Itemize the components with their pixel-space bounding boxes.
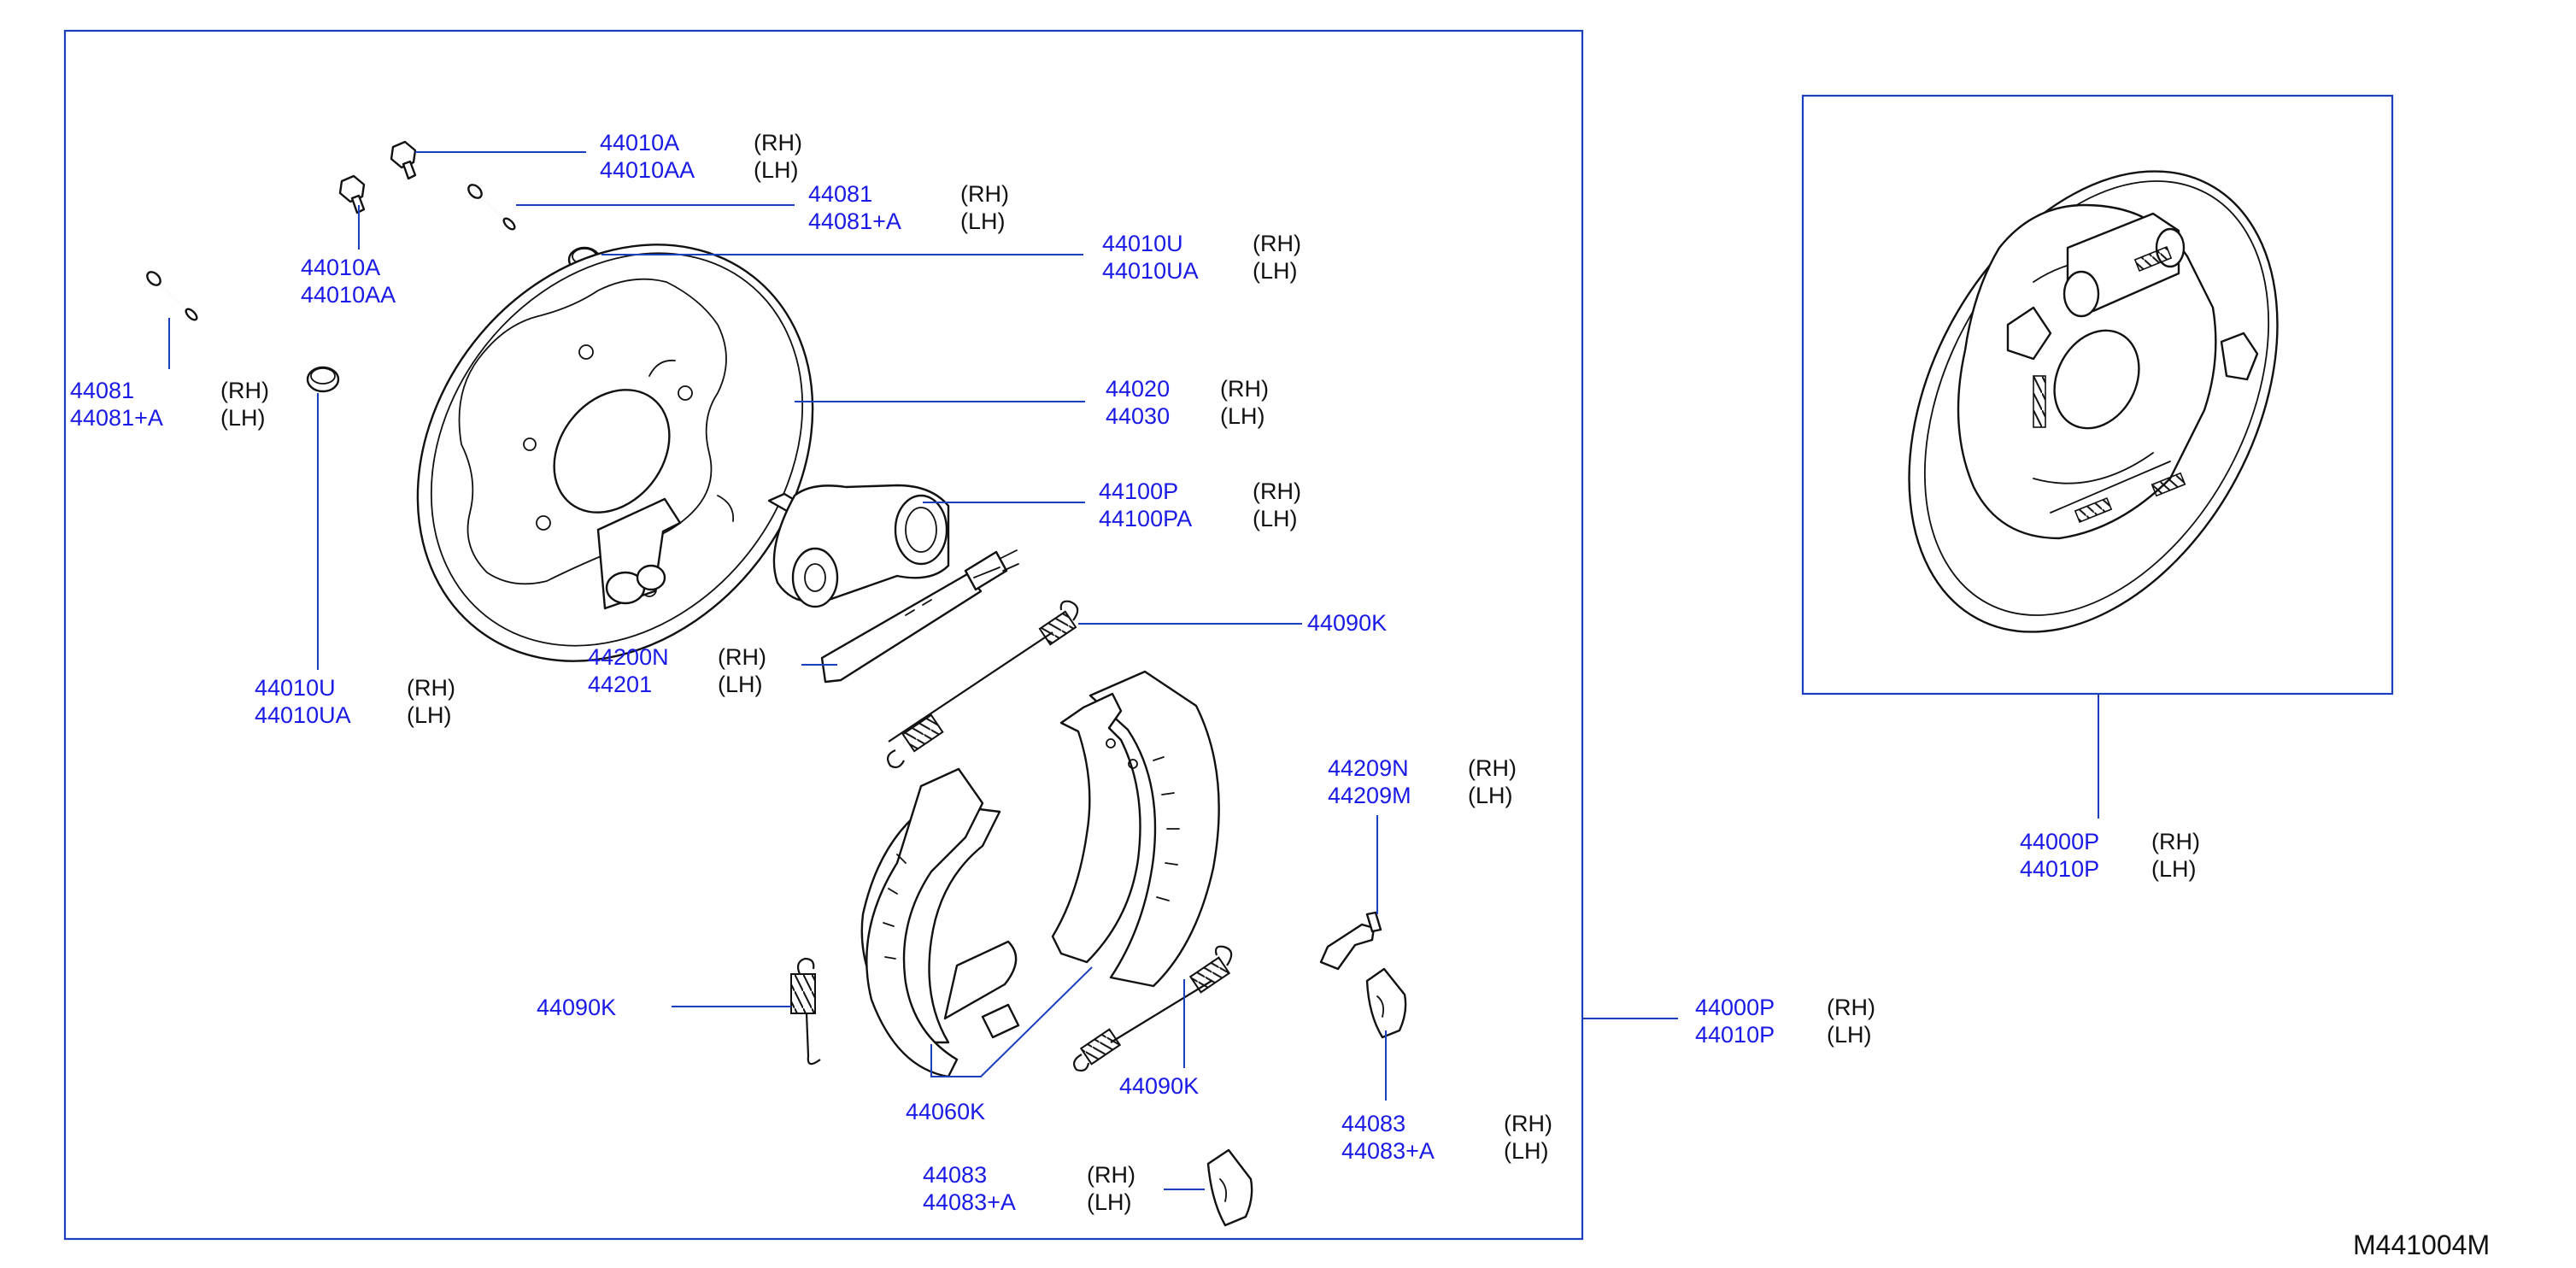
lower-spring: [790, 957, 821, 1065]
back-plate: [416, 244, 814, 662]
callout-c07-part-rh: 44100P: [1099, 478, 1178, 504]
rubber-plug-left: [306, 366, 340, 393]
callout-c10-side-lh: (LH): [407, 702, 452, 728]
bleeder-screw-top: [390, 140, 417, 180]
callout-c06-side-lh: (LH): [1220, 403, 1265, 429]
callout-c15-part: 44090K: [1119, 1073, 1199, 1099]
callout-c09-part-lh: 44201: [588, 672, 652, 697]
callout-c18-side-rh: (RH): [2151, 829, 2200, 854]
callout-c16-part-rh: 44083: [1341, 1111, 1405, 1136]
callout-c05-side-lh: (LH): [220, 405, 266, 431]
bleeder-screw-left: [338, 174, 366, 214]
callout-c03-part-rh: 44010U: [1102, 231, 1183, 256]
leader-c14: [930, 966, 1093, 1077]
adjuster-lever: [1319, 911, 1382, 971]
callout-c16-side-lh: (LH): [1504, 1138, 1549, 1164]
callout-c06-part-rh: 44020: [1106, 376, 1170, 402]
return-spring-upper: [887, 600, 1079, 769]
callout-c13-part-rh: 44000P: [1695, 995, 1775, 1020]
callout-c02-side-rh: (RH): [960, 181, 1009, 207]
callout-c03-side-lh: (LH): [1253, 258, 1298, 284]
callout-c18-part-rh: 44000P: [2020, 829, 2099, 854]
callout-c03-part-lh: 44010UA: [1102, 258, 1199, 284]
diagram-code: M441004M: [2353, 1230, 2490, 1260]
callout-c01-part-lh: 44010AA: [600, 157, 695, 183]
callout-c08-part: 44090K: [1307, 610, 1387, 636]
callout-c06-part-lh: 44030: [1106, 403, 1170, 429]
callout-c02-part-lh: 44081+A: [808, 208, 901, 234]
callout-c16-part-lh: 44083+A: [1341, 1138, 1435, 1164]
shoe-hold-pin-top: [467, 184, 516, 231]
callout-c17-part-lh: 44083+A: [923, 1189, 1016, 1215]
brake-shoe-right: [1051, 670, 1220, 988]
wheel-cylinder: [767, 484, 950, 608]
callout-c11-part-rh: 44209N: [1328, 755, 1409, 781]
brake-assembly: [1908, 170, 2279, 633]
callout-c01-part-rh: 44010A: [600, 130, 679, 156]
callout-c13-side-lh: (LH): [1827, 1022, 1872, 1048]
callout-c09-side-lh: (LH): [718, 672, 763, 697]
callout-c07-side-rh: (RH): [1253, 478, 1301, 504]
callout-c10-side-rh: (RH): [407, 675, 455, 701]
exploded-view-frame: [63, 29, 1584, 1241]
callout-c05-part-lh: 44081+A: [70, 405, 163, 431]
callout-c17-side-rh: (RH): [1087, 1162, 1135, 1188]
callout-c17-part-rh: 44083: [923, 1162, 987, 1188]
callout-c06-side-rh: (RH): [1220, 376, 1269, 402]
callout-c13-side-rh: (RH): [1827, 995, 1875, 1020]
adjuster-spring: [1073, 945, 1233, 1072]
callout-c01-side-rh: (RH): [754, 130, 802, 156]
callout-c07-side-lh: (LH): [1253, 506, 1298, 531]
shoe-hold-pin-left: [146, 271, 198, 321]
adjuster-strut: [820, 549, 1019, 684]
callout-c09-part-rh: 44200N: [588, 644, 669, 670]
callout-c01-side-lh: (LH): [754, 157, 799, 183]
callout-c18-side-lh: (LH): [2151, 856, 2197, 882]
callout-c16-side-rh: (RH): [1504, 1111, 1552, 1136]
callout-c10-part-lh: 44010UA: [255, 702, 351, 728]
callout-c11-side-rh: (RH): [1468, 755, 1517, 781]
callout-c13-part-lh: 44010P: [1695, 1022, 1775, 1048]
callout-c02-side-lh: (LH): [960, 208, 1006, 234]
callout-c02-part-rh: 44081: [808, 181, 872, 207]
callout-c04-part-rh: 44010A: [301, 255, 380, 280]
callout-c11-part-lh: 44209M: [1328, 783, 1411, 808]
callout-c05-part-rh: 44081: [70, 378, 134, 403]
callout-c09-side-rh: (RH): [718, 644, 766, 670]
callout-c07-part-lh: 44100PA: [1099, 506, 1192, 531]
brake-shoe-left: [860, 767, 1020, 1078]
callout-c14-part: 44060K: [906, 1099, 985, 1124]
callout-c03-side-rh: (RH): [1253, 231, 1301, 256]
shoe-retainer-right: [1365, 967, 1407, 1039]
callout-c18-part-lh: 44010P: [2020, 856, 2099, 882]
callout-c10-part-rh: 44010U: [255, 675, 336, 701]
callout-c12-part: 44090K: [537, 995, 616, 1020]
callout-c17-side-lh: (LH): [1087, 1189, 1132, 1215]
callout-c11-side-lh: (LH): [1468, 783, 1513, 808]
shoe-retainer-bottom: [1206, 1148, 1253, 1227]
callout-c05-side-rh: (RH): [220, 378, 269, 403]
callout-c04-part-lh: 44010AA: [301, 282, 396, 308]
